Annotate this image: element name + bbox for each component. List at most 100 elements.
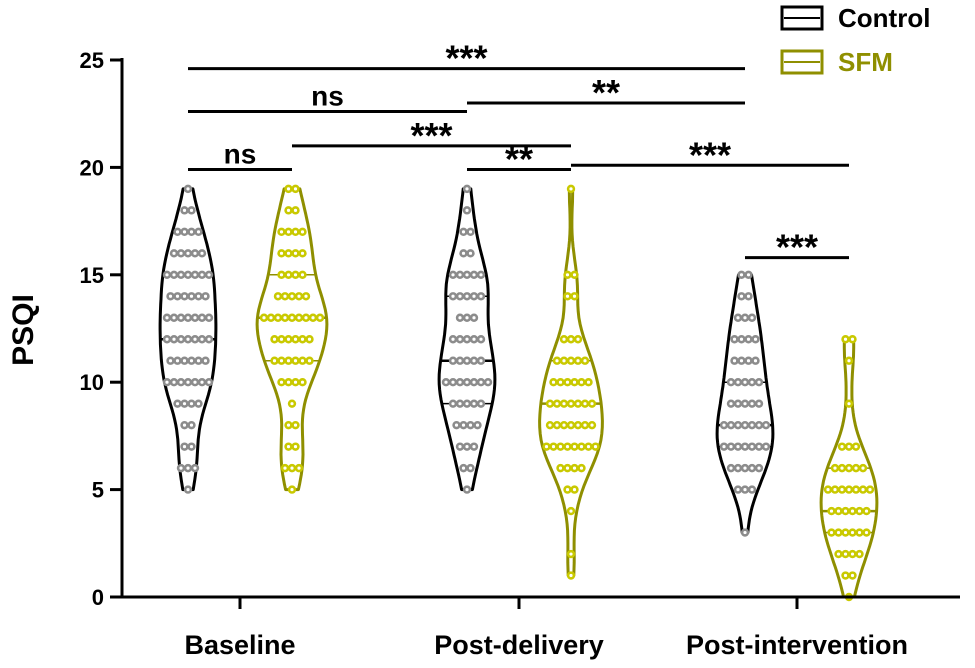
data-point [162, 270, 172, 279]
data-point [448, 335, 458, 344]
data-point [291, 206, 300, 215]
data-point [287, 485, 297, 494]
violin-outline [158, 187, 218, 492]
data-point [841, 335, 850, 344]
x-category-label: Post-intervention [686, 630, 908, 660]
data-point [291, 270, 300, 279]
data-point [834, 506, 843, 516]
data-point [448, 378, 458, 387]
data-point [462, 292, 472, 301]
data-point [580, 420, 590, 430]
data-point [280, 292, 290, 301]
data-point [837, 485, 847, 494]
data-point [455, 292, 465, 301]
data-point [754, 399, 764, 408]
data-point [190, 270, 200, 279]
x-category-label: Baseline [184, 630, 295, 660]
data-point [837, 463, 847, 473]
data-point [287, 292, 297, 301]
data-point [476, 270, 486, 279]
data-point [459, 420, 468, 430]
data-point [566, 399, 576, 408]
data-point [570, 442, 579, 451]
data-point [733, 399, 743, 408]
data-point [277, 335, 286, 344]
data-point [823, 485, 833, 494]
data-point [169, 378, 179, 387]
data-point [284, 249, 293, 258]
data-point [284, 378, 293, 387]
data-point [556, 463, 565, 473]
data-point [830, 463, 840, 473]
data-point [549, 378, 558, 387]
data-point [726, 463, 736, 473]
data-point [287, 399, 297, 408]
data-point [865, 485, 875, 494]
data-point [301, 292, 311, 301]
data-point [455, 399, 465, 408]
data-point [566, 549, 576, 559]
bracket-label: *** [776, 227, 818, 268]
data-point [747, 485, 757, 494]
data-point [187, 356, 196, 365]
data-point [462, 335, 472, 344]
data-point [834, 549, 843, 559]
data-point [587, 399, 597, 408]
data-point [827, 506, 836, 516]
significance-bracket: *** [571, 134, 849, 175]
data-point [476, 292, 486, 301]
data-point [284, 270, 293, 279]
y-tick-label: 20 [80, 155, 104, 180]
data-point [747, 442, 757, 451]
data-point [455, 335, 465, 344]
data-point [837, 442, 847, 451]
data-point [476, 399, 486, 408]
data-point [183, 184, 193, 194]
data-point [566, 506, 576, 516]
data-point [448, 270, 458, 279]
data-point [844, 442, 854, 451]
data-point [744, 356, 753, 365]
data-point [273, 313, 283, 322]
bracket-label: ** [505, 139, 533, 180]
data-point [862, 506, 871, 516]
data-point [855, 528, 864, 537]
data-point [580, 356, 590, 365]
data-point [176, 335, 186, 344]
data-point [259, 313, 269, 322]
data-point [469, 442, 479, 451]
data-point [291, 184, 300, 194]
data-point [476, 335, 486, 344]
data-point [851, 442, 861, 451]
bracket-label: *** [689, 134, 731, 175]
violin-sfm-baseline [255, 184, 329, 494]
data-point [552, 356, 562, 365]
significance-bracket: ns [188, 81, 467, 114]
data-point [747, 463, 757, 473]
data-point [466, 420, 475, 430]
significance-bracket: ns [188, 139, 292, 172]
data-point [726, 442, 736, 451]
data-point [573, 356, 583, 365]
data-point [761, 442, 771, 451]
data-point [284, 227, 293, 237]
data-point [858, 463, 868, 473]
data-point [441, 378, 451, 387]
data-point [566, 356, 576, 365]
violin-control-baseline [158, 184, 218, 494]
significance-bracket: *** [292, 115, 571, 156]
data-point [483, 378, 493, 387]
data-point [740, 313, 750, 322]
data-point [169, 249, 179, 258]
data-point [563, 485, 572, 494]
violin-control-post-intervention [715, 270, 775, 537]
data-point [204, 378, 214, 387]
data-point [455, 356, 465, 365]
data-point [563, 292, 572, 301]
data-point [280, 463, 290, 473]
significance-bracket: *** [745, 227, 849, 268]
data-point [162, 378, 172, 387]
data-point [469, 313, 479, 322]
data-point [566, 420, 576, 430]
data-point [270, 356, 279, 365]
